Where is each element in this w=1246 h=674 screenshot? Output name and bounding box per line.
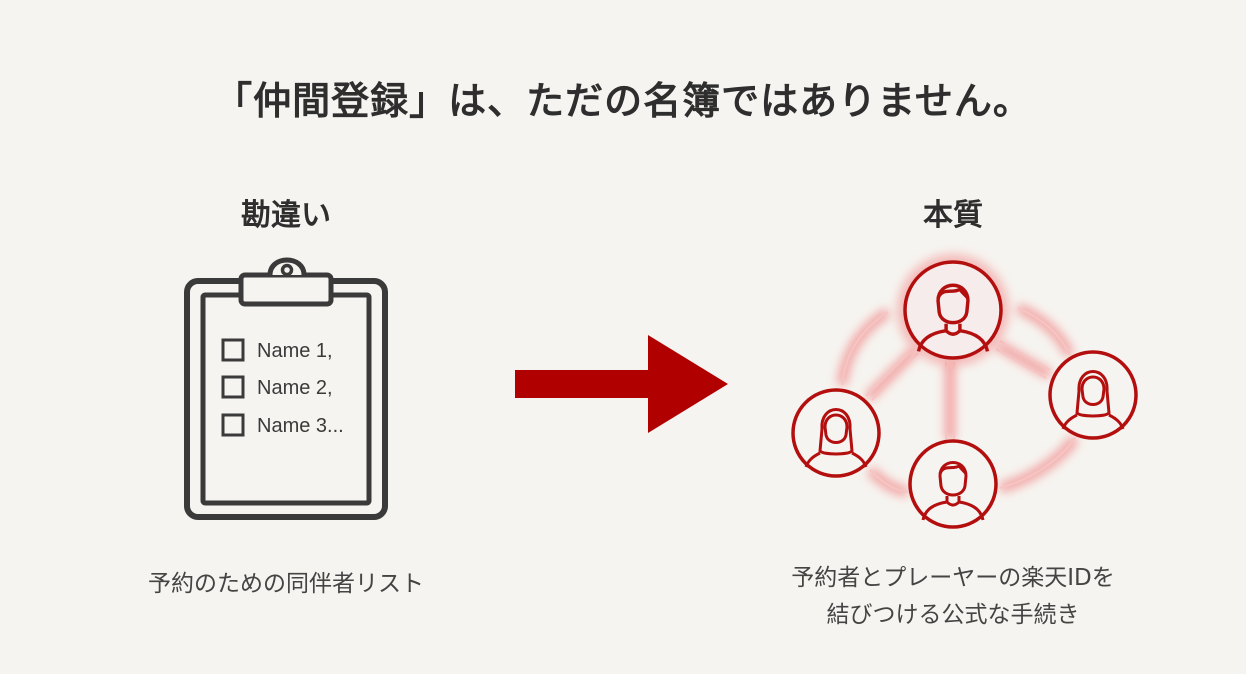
essence-heading: 本質 xyxy=(923,198,983,233)
checkbox-icon xyxy=(221,375,245,399)
misconception-heading: 勘違い xyxy=(241,198,331,233)
arrow-right-icon xyxy=(515,335,728,433)
network-connections xyxy=(837,303,1080,497)
list-item: Name 1, xyxy=(257,340,333,362)
misconception-caption: 予約のための同伴者リスト xyxy=(148,571,424,597)
checkbox-icon xyxy=(221,338,245,362)
essence-caption: 予約者とプレーヤーの楽天IDを 結びつける公式な手続き xyxy=(753,560,1153,634)
checkbox-icon xyxy=(221,413,245,437)
essence-caption-line: 予約者とプレーヤーの楽天IDを xyxy=(791,565,1115,591)
slide-title: 「仲間登録」は、ただの名簿ではありません。 xyxy=(214,79,1032,123)
essence-caption-line: 結びつける公式な手続き xyxy=(826,602,1080,628)
user-avatar-icon xyxy=(791,388,881,478)
clipboard-icon xyxy=(184,257,388,520)
list-item: Name 3... xyxy=(257,415,344,437)
list-item: Name 2, xyxy=(257,377,333,399)
user-avatar-icon xyxy=(1048,350,1138,440)
user-avatar-icon xyxy=(908,439,998,529)
user-avatar-icon xyxy=(903,260,1003,360)
